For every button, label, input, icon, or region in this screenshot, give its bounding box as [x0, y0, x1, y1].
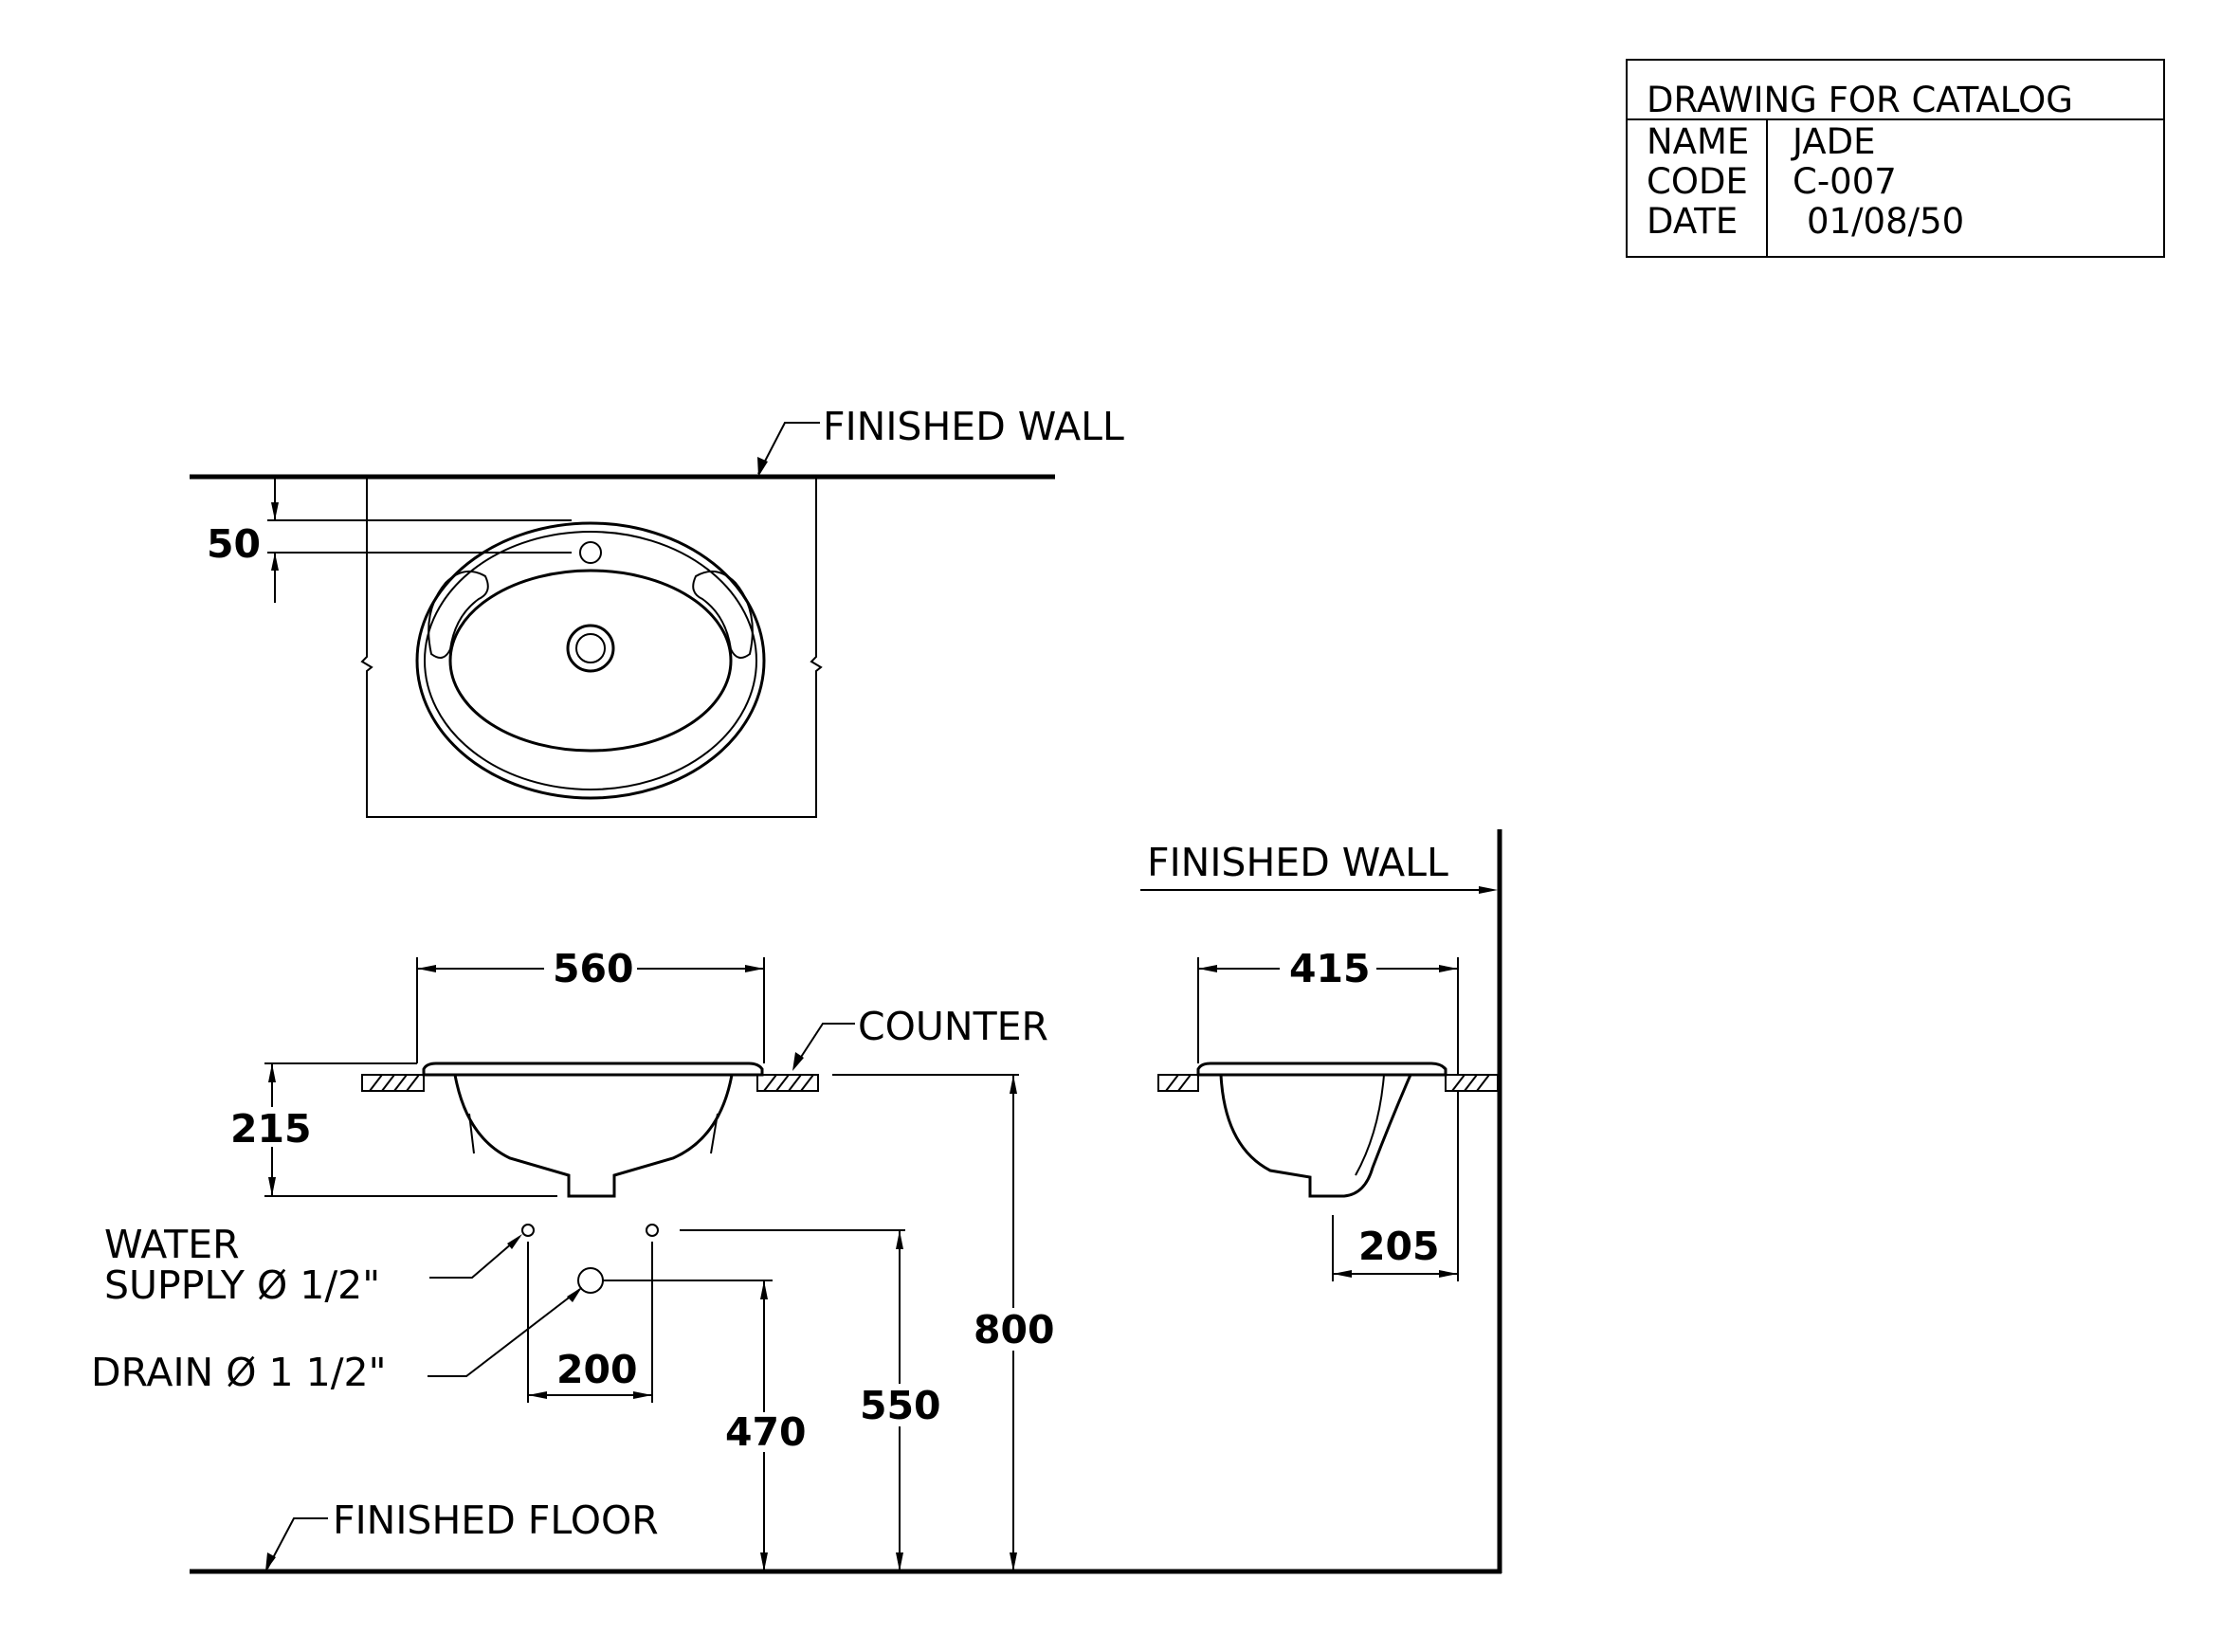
- side-elevation: FINISHED WALL 415 205: [1140, 829, 1502, 1573]
- counter-label: COUNTER: [858, 1004, 1048, 1049]
- title-block-heading: DRAWING FOR CATALOG: [1647, 80, 2073, 120]
- right-overflow-slot: [692, 570, 754, 659]
- side-counter-right: [1445, 1074, 1499, 1092]
- counter-leader: [793, 1023, 855, 1068]
- drain-height-dimension: 470: [725, 1409, 807, 1455]
- plan-finished-wall-label: FINISHED WALL: [823, 404, 1124, 449]
- date-label: DATE: [1647, 201, 1738, 242]
- water-supply-label-line2: SUPPLY Ø 1/2": [104, 1262, 380, 1308]
- side-finished-wall-label: FINISHED WALL: [1147, 840, 1448, 885]
- plan-wall-leader: [757, 422, 820, 475]
- basin-bowl: [448, 569, 733, 753]
- front-basin-profile: [422, 1062, 764, 1077]
- basin-width-dimension: 560: [553, 946, 634, 991]
- left-water-supply: [521, 1224, 535, 1237]
- water-supply-label-line1: WATER: [104, 1222, 240, 1267]
- code-value: C-007: [1793, 161, 1897, 202]
- drain-outer: [566, 624, 615, 673]
- plan-view: FINISHED WALL 50: [190, 404, 1124, 818]
- drain-label: DRAIN Ø 1 1/2": [91, 1350, 387, 1395]
- supply-height-dimension: 550: [860, 1383, 941, 1428]
- front-basin-bowl: [453, 1074, 734, 1198]
- basin-depth-dimension: 415: [1289, 946, 1371, 991]
- faucet-offset-dimension: 50: [207, 521, 261, 567]
- side-basin-rim: [1196, 1062, 1447, 1077]
- drain-outlet: [577, 1267, 604, 1294]
- basin-inner-rim: [424, 531, 757, 790]
- code-label: CODE: [1647, 161, 1748, 202]
- basin-height-dimension: 215: [230, 1106, 312, 1152]
- right-water-supply: [646, 1224, 659, 1237]
- left-counter-section: [361, 1074, 425, 1092]
- name-label: NAME: [1647, 121, 1749, 162]
- side-counter-left: [1157, 1074, 1199, 1092]
- basin-outer-rim: [415, 521, 766, 800]
- drain-inner: [575, 633, 606, 663]
- right-counter-section: [756, 1074, 819, 1092]
- counter-height-dimension: 800: [974, 1307, 1055, 1352]
- faucet-hole: [579, 541, 602, 564]
- plan-wall-leader-arrow: [757, 457, 768, 477]
- drain-from-wall-dimension: 205: [1358, 1224, 1440, 1269]
- plan-counter-outline: [360, 477, 823, 818]
- supply-spacing-dimension: 200: [556, 1347, 638, 1392]
- name-value: JADE: [1791, 121, 1875, 162]
- title-block: DRAWING FOR CATALOG NAME JADE CODE C-007…: [1626, 59, 2165, 258]
- left-overflow-slot: [428, 570, 489, 659]
- finished-floor-label: FINISHED FLOOR: [333, 1498, 659, 1543]
- side-basin-bowl: [1219, 1074, 1412, 1198]
- front-elevation: 560 COUNTER 215 WATER SUPPLY Ø 1/2" DRAI…: [91, 946, 1502, 1574]
- date-value: 01/08/50: [1807, 201, 1964, 242]
